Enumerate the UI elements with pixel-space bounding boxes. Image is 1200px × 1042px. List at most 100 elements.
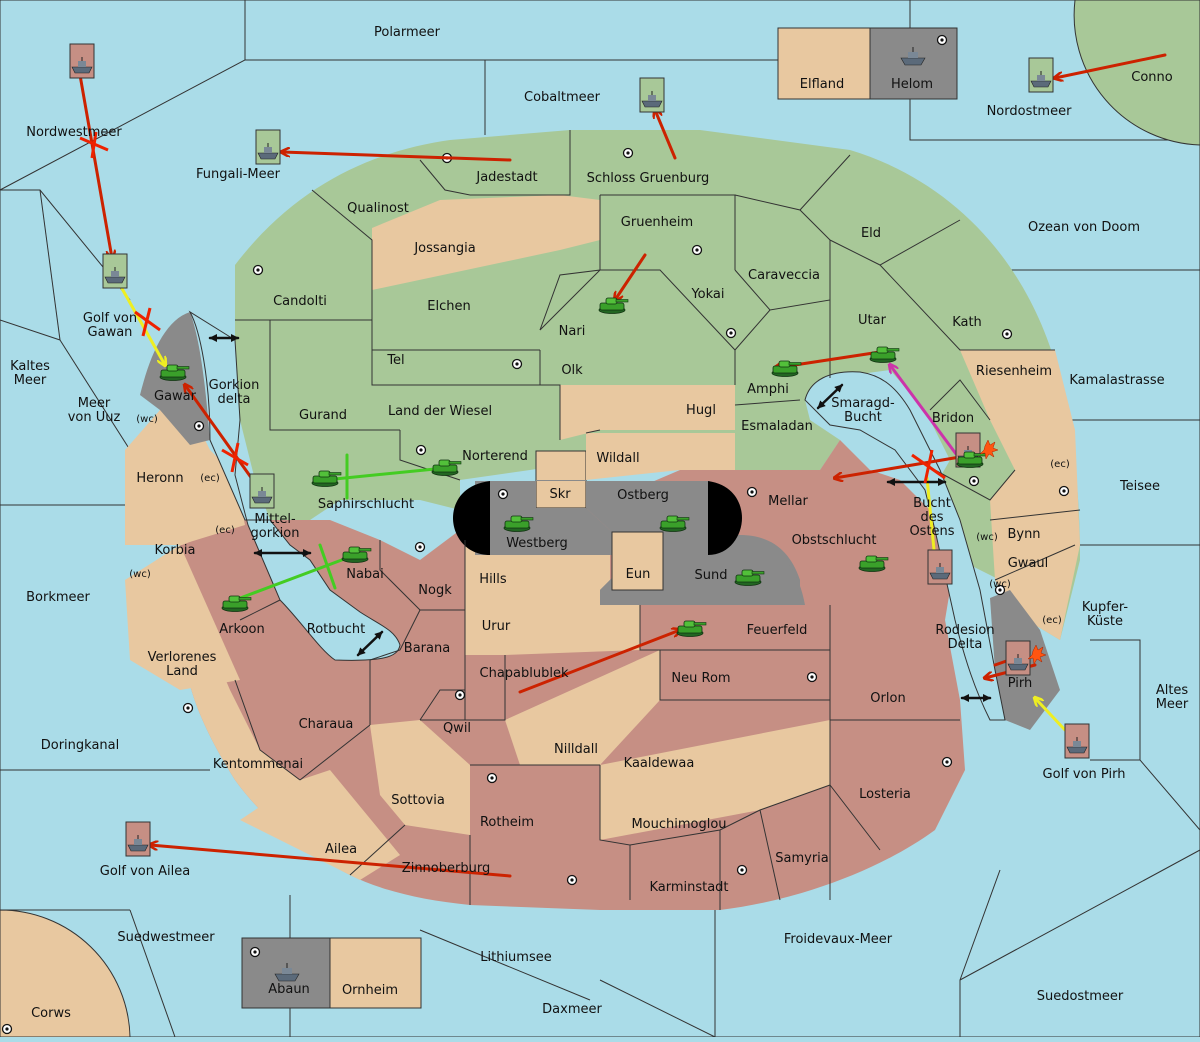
label-helom: Helom: [891, 77, 933, 92]
label-mouchimoglou: Mouchimoglou: [631, 817, 726, 832]
label-norterend: Norterend: [462, 449, 528, 464]
label-wildall: Wildall: [596, 451, 639, 466]
label-golf-von-pirh: Golf von Pirh: [1043, 767, 1126, 782]
dislodged-explosion-icon: [979, 439, 1047, 665]
supply-center-icon: [252, 264, 264, 276]
label-jadestadt: Jadestadt: [475, 170, 537, 185]
label-nabai: Nabai: [346, 567, 384, 582]
supply-center-icon: [511, 358, 523, 370]
label-cobaltmeer: Cobaltmeer: [524, 90, 601, 105]
label-ailea: Ailea: [325, 842, 357, 857]
label-nari: Nari: [559, 324, 586, 339]
coast-tag: (wc): [129, 569, 151, 580]
land-borders: [234, 130, 1081, 910]
label-lithiumsee: Lithiumsee: [480, 950, 551, 965]
supply-center-icon: [941, 756, 953, 768]
label-elfland: Elfland: [800, 77, 844, 92]
supply-center-icon: [486, 772, 498, 784]
label-amphi: Amphi: [747, 382, 789, 397]
label-suedostmeer: Suedostmeer: [1037, 989, 1124, 1004]
label-westberg: Westberg: [506, 536, 568, 551]
label-saphirschlucht: Saphirschlucht: [318, 497, 414, 512]
supply-center-icon: [454, 689, 466, 701]
supply-centers: [1, 34, 1070, 1035]
label-samyria: Samyria: [775, 851, 829, 866]
label-bridon: Bridon: [932, 411, 974, 426]
coast-tag: (wc): [136, 414, 158, 425]
label-doringkanal: Doringkanal: [41, 738, 120, 753]
impassable-west: [453, 481, 490, 555]
territory-labels: PolarmeerCobaltmeerNordostmeerConnoNordw…: [10, 25, 1189, 1021]
label-sund: Sund: [695, 568, 728, 583]
supply-center-icon: [736, 864, 748, 876]
eun-region[interactable]: [611, 531, 664, 591]
label-korbia: Korbia: [154, 543, 195, 558]
failed-order-x-icon: [79, 131, 946, 484]
label-ozean-von-doom: Ozean von Doom: [1028, 220, 1140, 235]
label-kath: Kath: [952, 315, 982, 330]
label-nilldall: Nilldall: [554, 742, 598, 757]
label-sottovia: Sottovia: [391, 793, 445, 808]
label-gurand: Gurand: [299, 408, 347, 423]
label-gwaul: Gwaul: [1008, 556, 1049, 571]
label-abaun: Abaun: [268, 982, 310, 997]
label-utar: Utar: [858, 313, 887, 328]
supply-center-icon: [1, 1023, 13, 1035]
label-eun: Eun: [626, 567, 651, 582]
label-suedwestmeer: Suedwestmeer: [117, 930, 215, 945]
supply-center-icon: [994, 584, 1006, 596]
supply-center-icon: [415, 444, 427, 456]
supply-center-icon: [746, 486, 758, 498]
label-corws: Corws: [31, 1006, 71, 1021]
label-skr: Skr: [549, 487, 571, 502]
label-orlon: Orlon: [870, 691, 905, 706]
label-mittel-gorkion: Mittel-gorkion: [251, 512, 300, 541]
label-caraveccia: Caraveccia: [748, 268, 820, 283]
coast-tag: (wc): [989, 579, 1011, 590]
impassable-east: [708, 481, 742, 555]
label-heronn: Heronn: [136, 471, 183, 486]
ornheim-region[interactable]: [329, 937, 422, 1009]
corws-land: [0, 909, 131, 1038]
label-arkoon: Arkoon: [219, 622, 264, 637]
coast-tag: (ec): [1050, 459, 1070, 470]
label-ostberg: Ostberg: [617, 488, 669, 503]
label-pirh: Pirh: [1008, 676, 1033, 691]
label-riesenheim: Riesenheim: [976, 364, 1052, 379]
label-gawar: Gawar: [154, 389, 197, 404]
label-neu-rom: Neu Rom: [671, 671, 730, 686]
label-karminstadt: Karminstadt: [649, 880, 728, 895]
label-nordwestmeer: Nordwestmeer: [26, 125, 122, 140]
label-olk: Olk: [561, 363, 583, 378]
label-teisee: Teisee: [1119, 479, 1160, 494]
label-ornheim: Ornheim: [342, 983, 398, 998]
label-kupfer-k-ste: Kupfer-Küste: [1082, 600, 1128, 629]
coast-tag: (ec): [200, 473, 220, 484]
label-polarmeer: Polarmeer: [374, 25, 441, 40]
label-borkmeer: Borkmeer: [26, 590, 90, 605]
label-mellar: Mellar: [768, 494, 808, 509]
label-kamalastrasse: Kamalastrasse: [1069, 373, 1164, 388]
label-tel: Tel: [386, 353, 404, 368]
label-qualinost: Qualinost: [347, 201, 409, 216]
label-land-der-wiesel: Land der Wiesel: [388, 404, 492, 419]
supply-center-icon: [566, 874, 578, 886]
label-esmaladan: Esmaladan: [741, 419, 813, 434]
label-gruenheim: Gruenheim: [621, 215, 693, 230]
label-qwil: Qwil: [443, 721, 471, 736]
supply-center-icon: [182, 702, 194, 714]
label-froidevaux-meer: Froidevaux-Meer: [784, 932, 893, 947]
supply-center-icon: [1001, 328, 1013, 340]
supply-center-icon: [193, 420, 205, 432]
supply-center-icon: [725, 327, 737, 339]
label-smaragd-bucht: Smaragd-Bucht: [831, 396, 895, 425]
supply-center-icon: [968, 475, 980, 487]
supply-center-icon: [1058, 485, 1070, 497]
label-bynn: Bynn: [1007, 527, 1040, 542]
label-hugl: Hugl: [686, 403, 716, 418]
